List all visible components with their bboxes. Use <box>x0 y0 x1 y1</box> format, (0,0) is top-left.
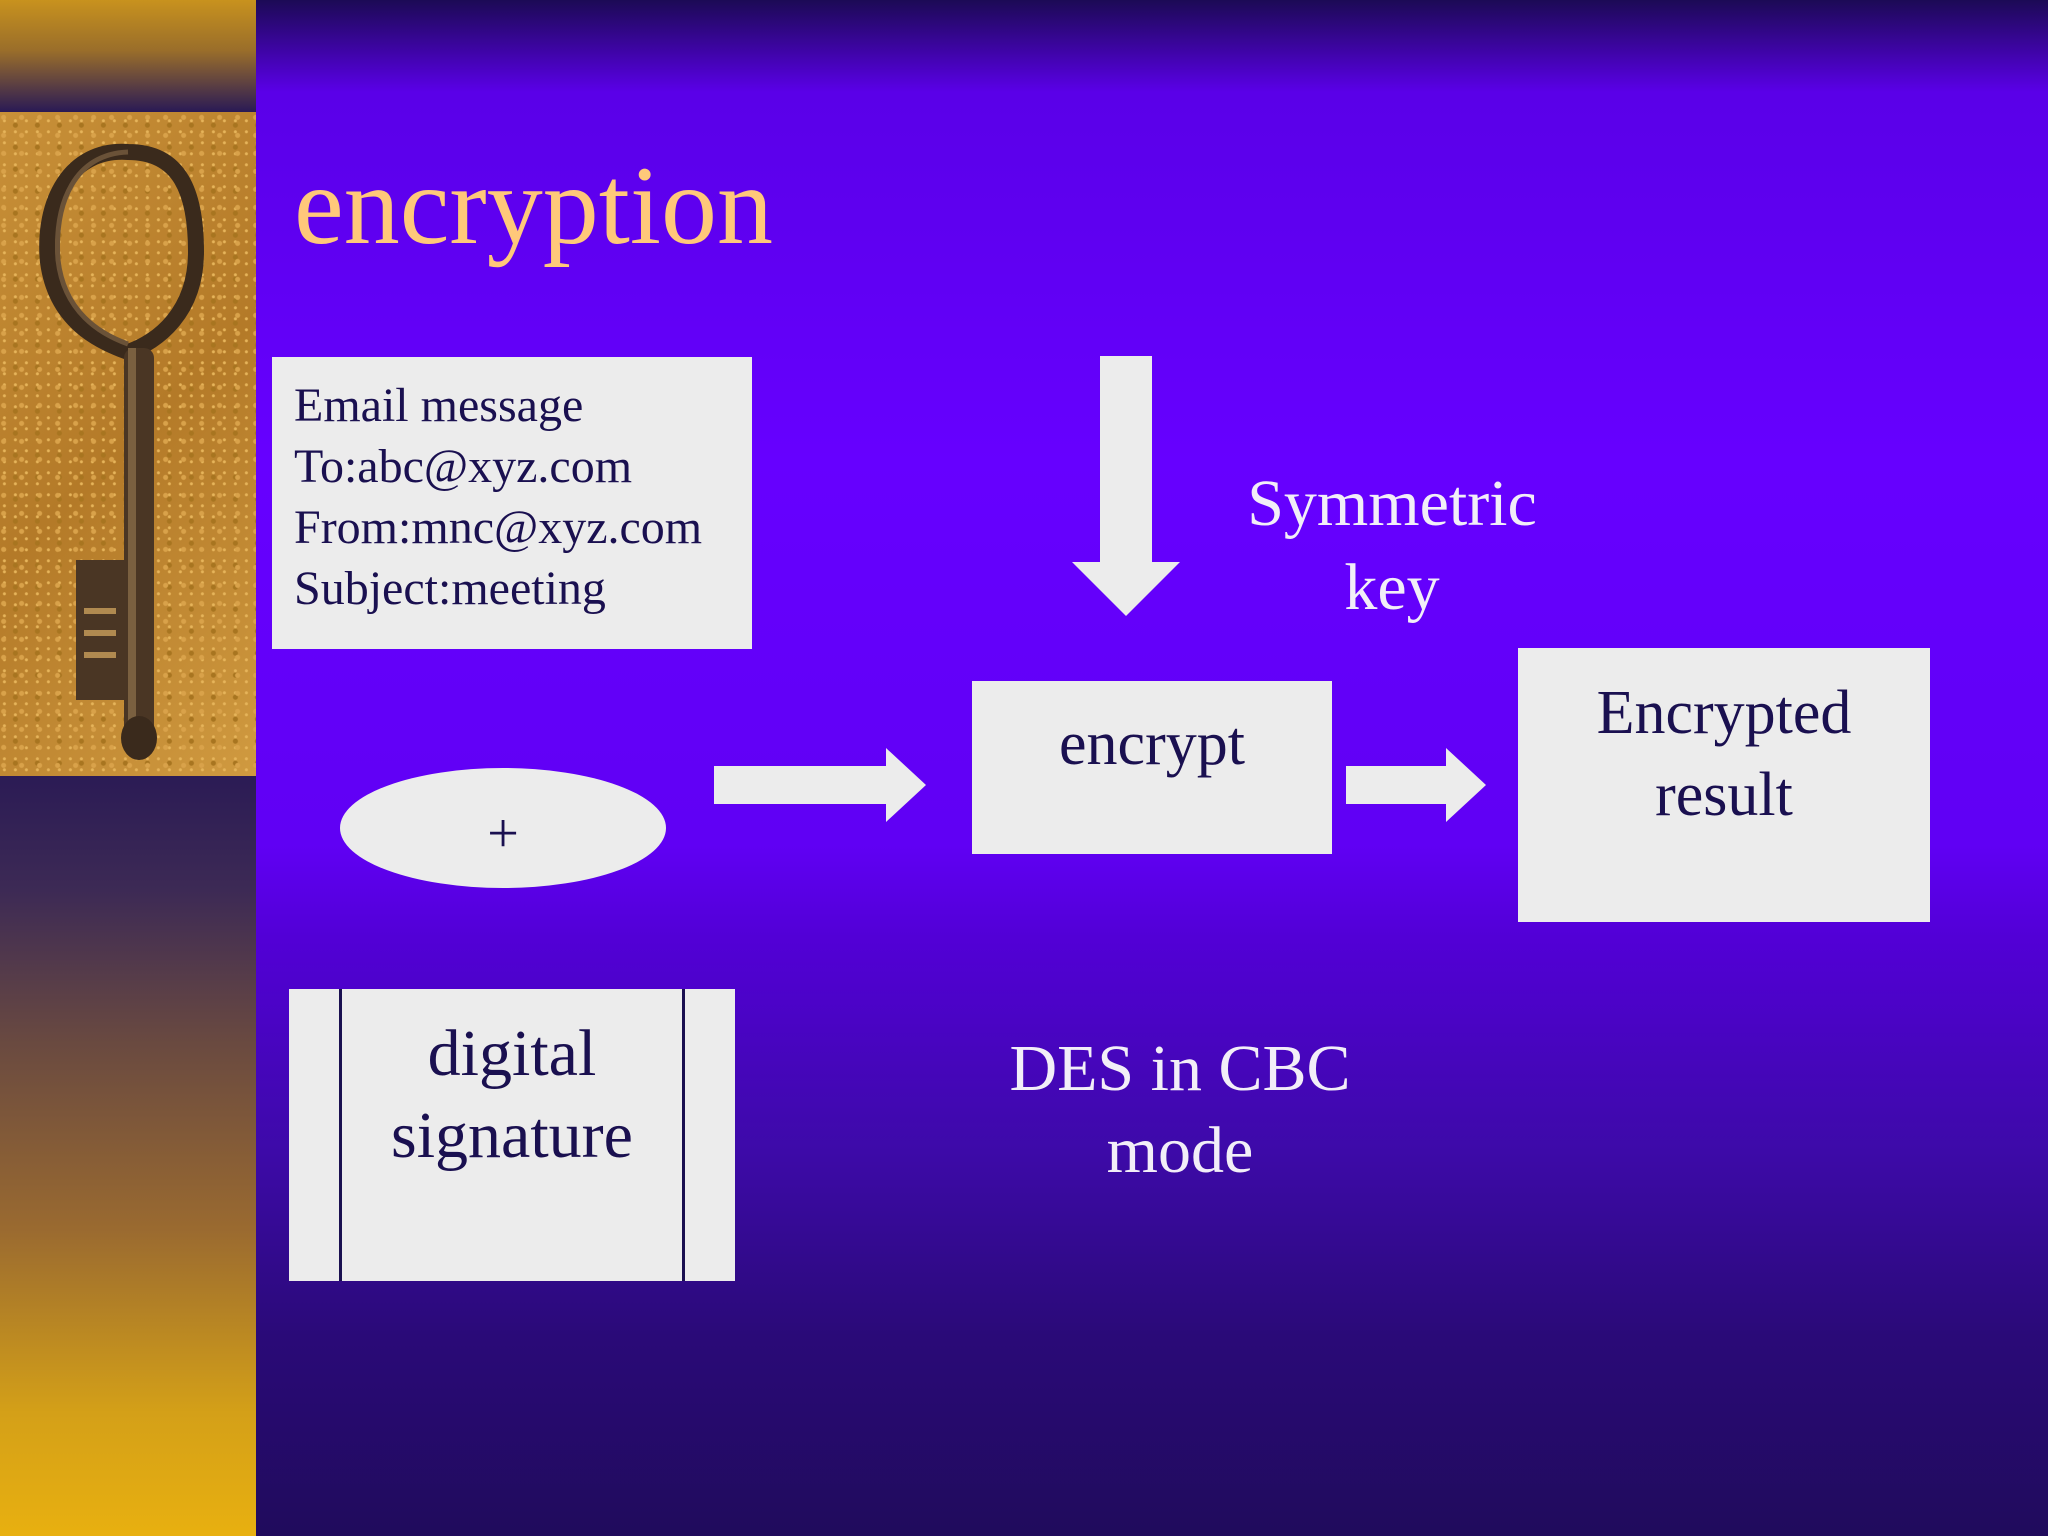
digital-signature-box: digital signature <box>289 989 735 1281</box>
des-cbc-line-1: DES in CBC <box>1009 1032 1351 1105</box>
signature-line-1: digital <box>427 1017 597 1090</box>
des-cbc-line-2: mode <box>1106 1114 1254 1187</box>
email-line-to: To:abc@xyz.com <box>294 440 633 493</box>
encrypt-box: encrypt <box>972 681 1332 854</box>
email-line-subject: Subject:meeting <box>294 562 606 615</box>
result-line-1: Encrypted <box>1596 679 1852 747</box>
email-line-header: Email message <box>294 379 584 432</box>
key-icon <box>39 143 205 760</box>
email-line-from: From:mnc@xyz.com <box>294 501 703 554</box>
arrow-down-key-icon <box>1072 356 1180 616</box>
symmetric-key-line-1: Symmetric <box>1247 467 1537 540</box>
plus-symbol: + <box>487 803 519 865</box>
encrypt-label: encrypt <box>1059 710 1245 778</box>
arrow-to-encrypt-icon <box>714 748 926 822</box>
email-message-box: Email message To:abc@xyz.com From:mnc@xy… <box>272 357 752 649</box>
arrow-to-result-icon <box>1346 748 1486 822</box>
symmetric-key-line-2: key <box>1344 551 1440 624</box>
des-cbc-note: DES in CBC mode <box>960 1028 1400 1192</box>
slide-title: encryption <box>294 144 773 268</box>
plus-oval: + <box>340 768 666 888</box>
signature-right-bar <box>682 989 685 1281</box>
symmetric-key-label: Symmetric key <box>1222 462 1562 630</box>
key-photo <box>0 112 256 776</box>
top-decor-strip <box>0 0 256 112</box>
result-line-2: result <box>1655 761 1793 829</box>
signature-line-2: signature <box>391 1099 633 1172</box>
encrypted-result-box: Encrypted result <box>1518 648 1930 922</box>
signature-left-bar <box>339 989 342 1281</box>
